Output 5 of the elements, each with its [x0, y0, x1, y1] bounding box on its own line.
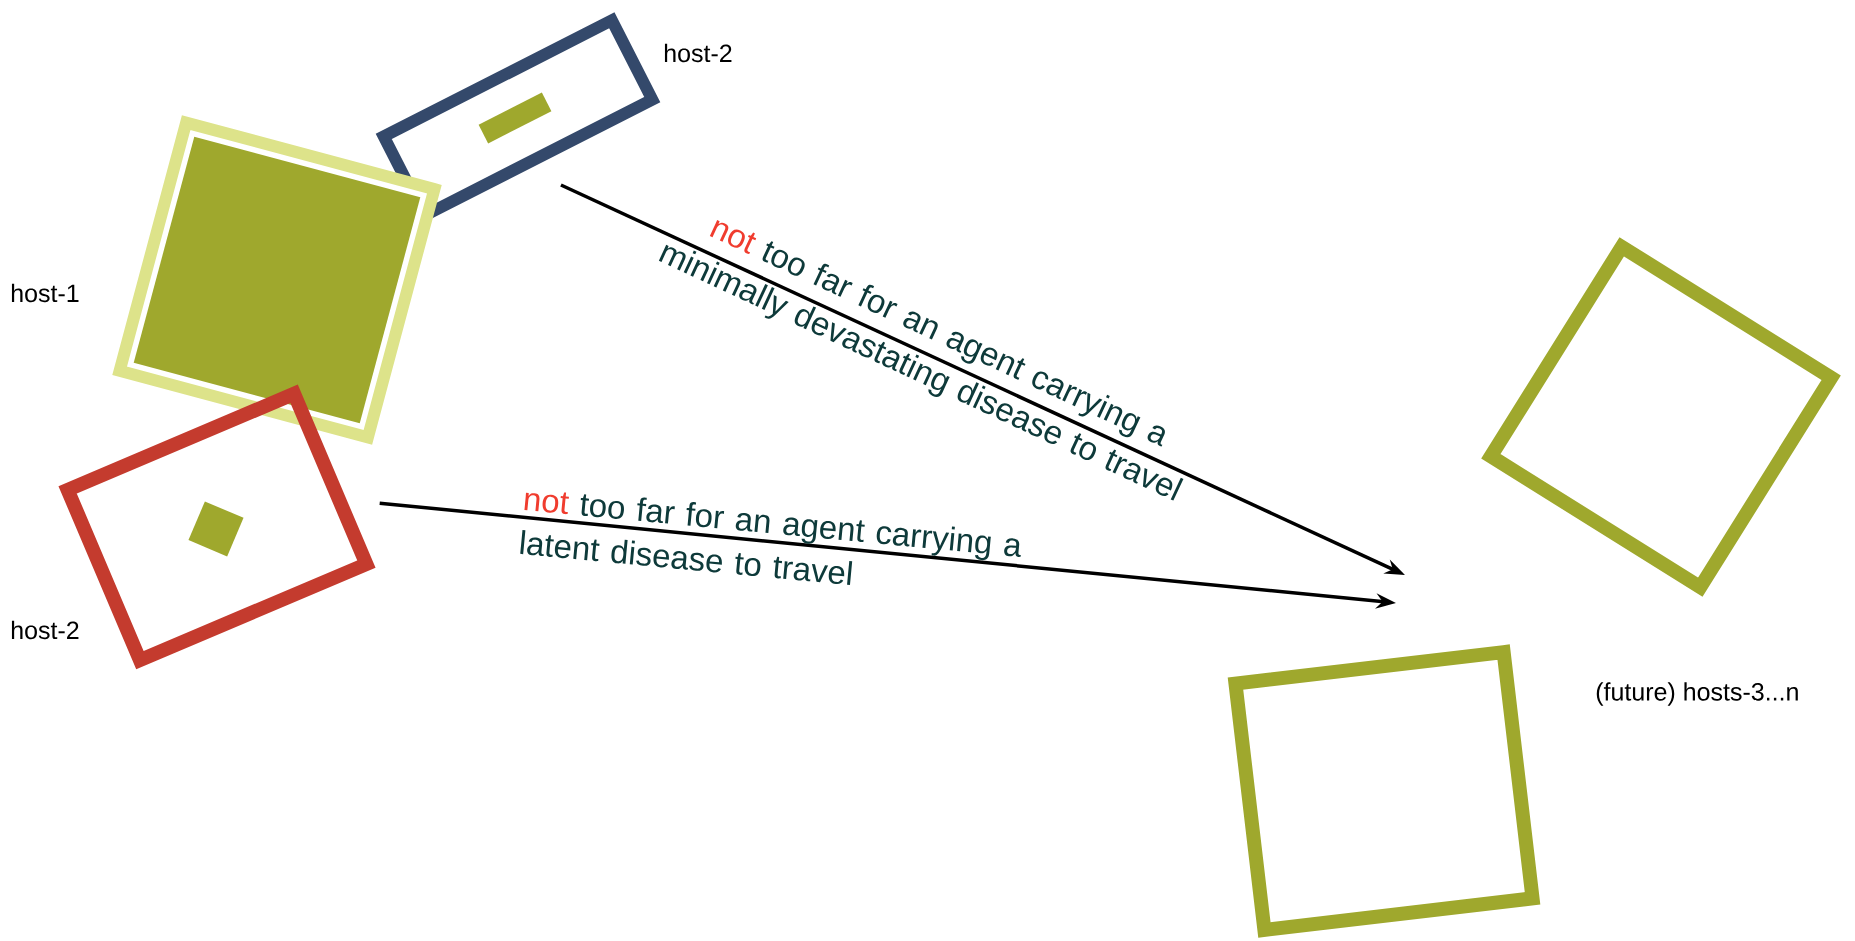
host-label: host-2	[664, 43, 732, 63]
host-label: host-2	[11, 620, 79, 640]
host-label: host-1	[11, 283, 79, 303]
host-label: (future) hosts-3...n	[1596, 682, 1798, 706]
edge-label: not too far for an agent carrying a latent disease to travel	[520, 492, 1021, 585]
